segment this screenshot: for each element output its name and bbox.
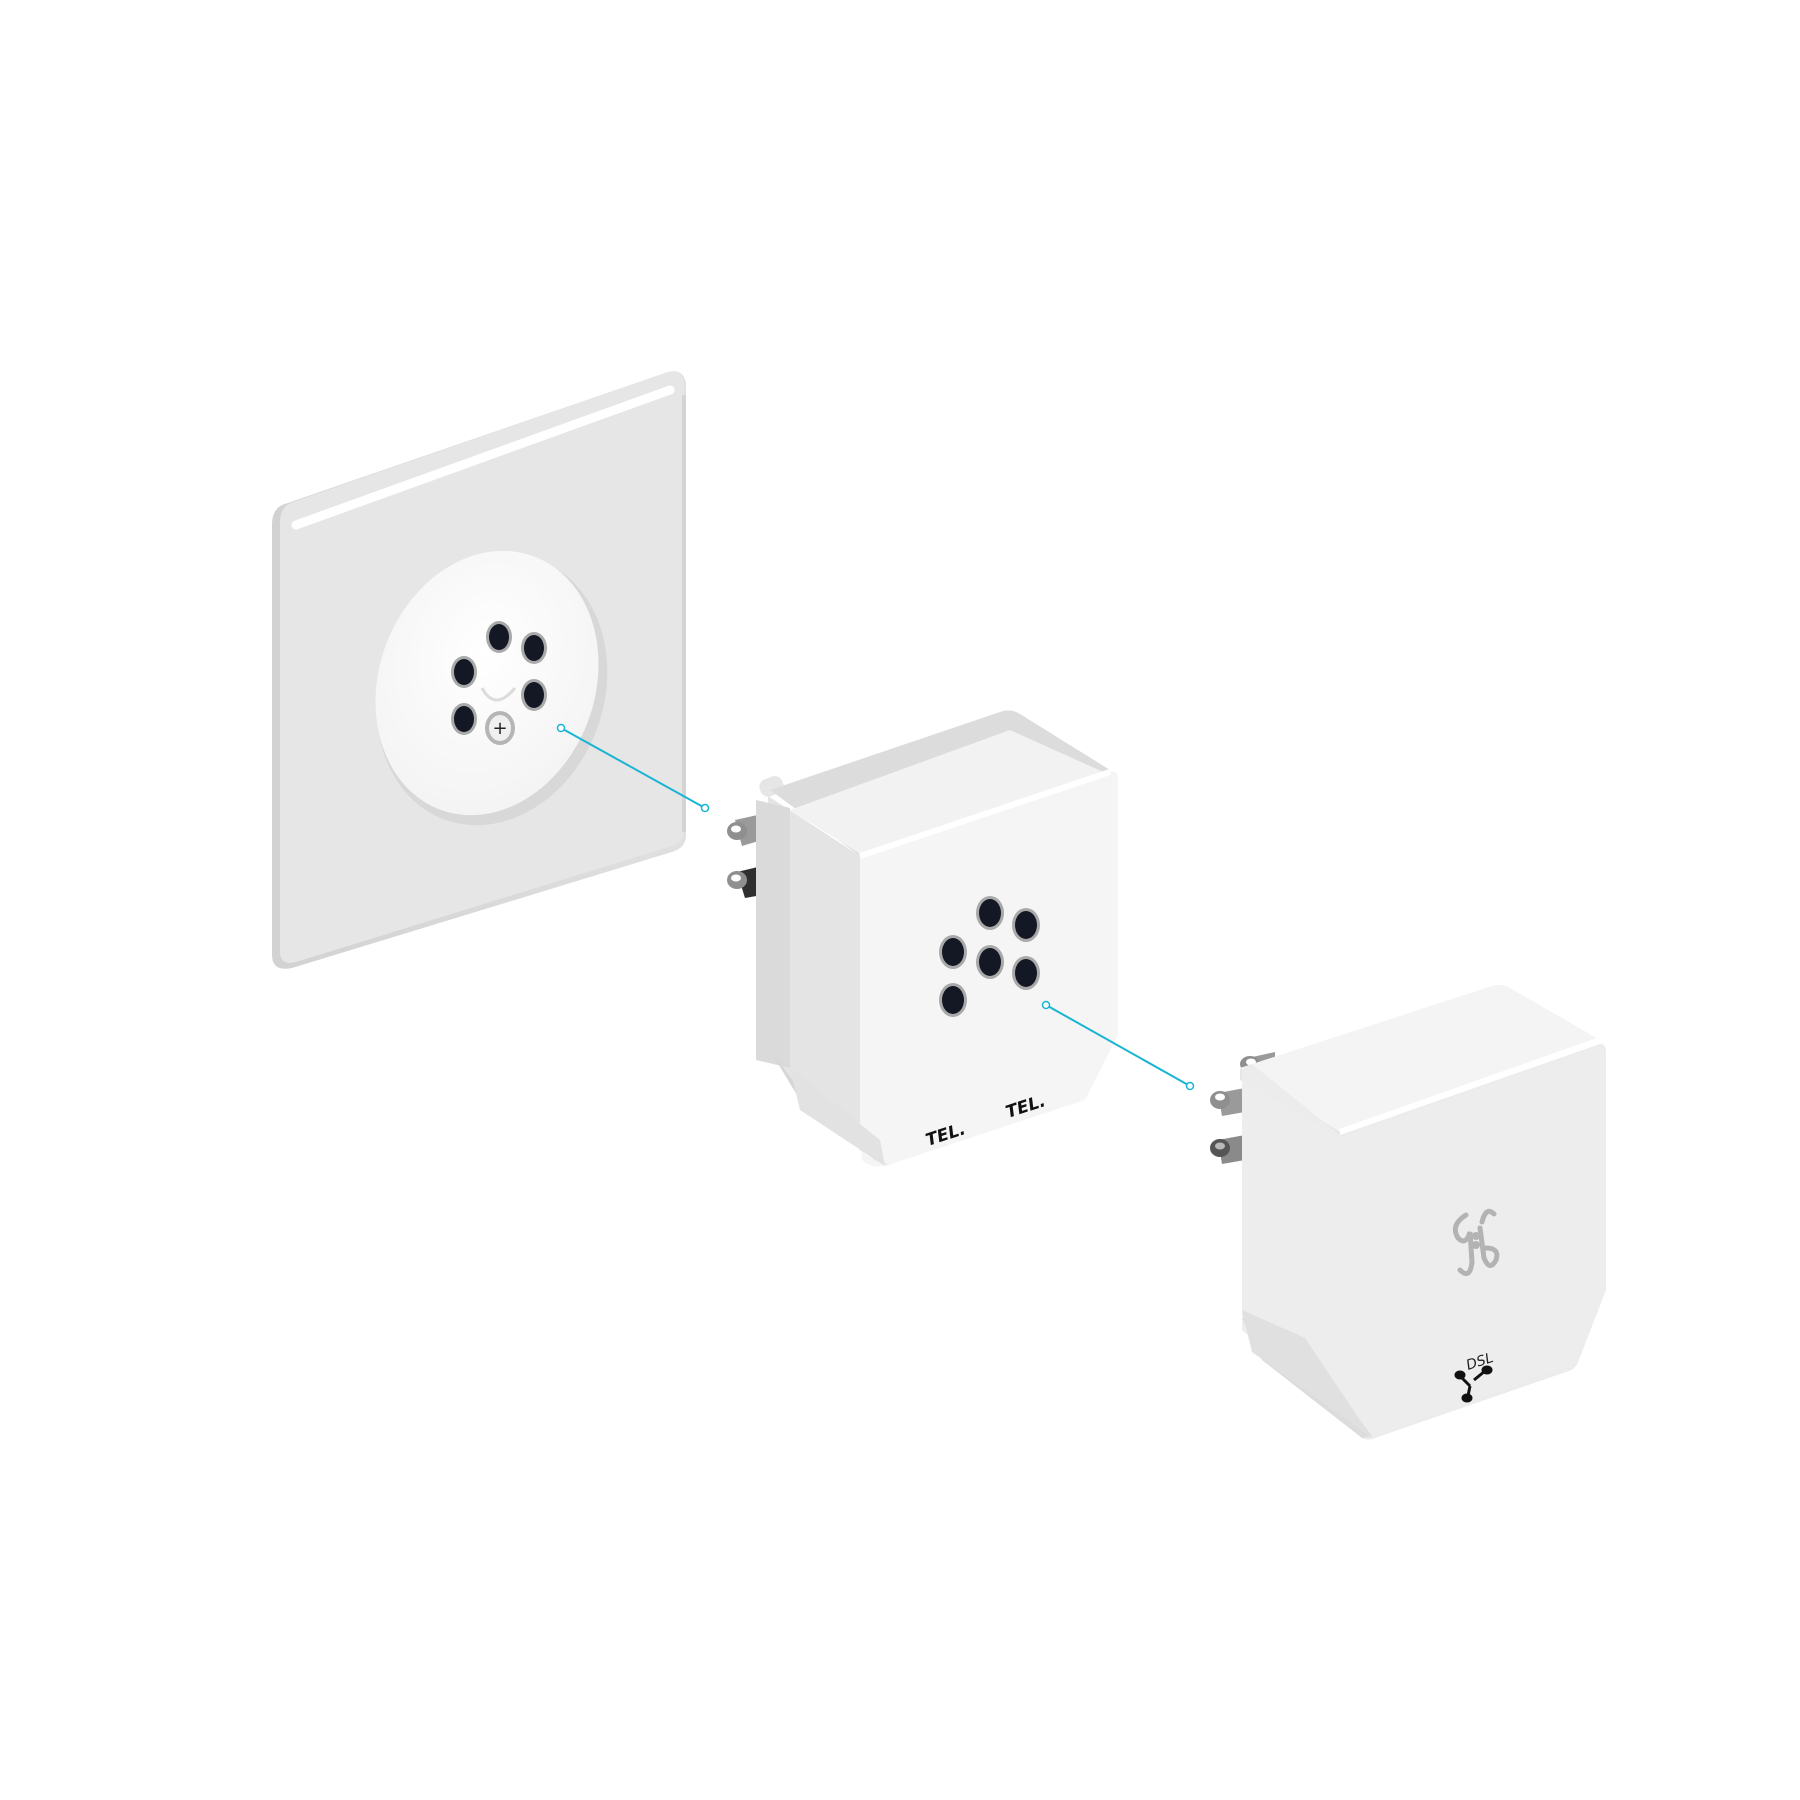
splitter-hole <box>939 935 967 969</box>
dsl-filter: DSL <box>1210 984 1606 1440</box>
splitter-hole <box>976 945 1004 979</box>
splitter-holes <box>939 896 1040 1017</box>
connector-line-socket-to-splitter <box>556 723 710 813</box>
socket-hole <box>521 679 547 711</box>
socket-hole <box>451 656 477 688</box>
socket-disc <box>375 550 599 816</box>
wall-plate-highlight <box>291 385 675 530</box>
brand-logo <box>1452 1208 1500 1277</box>
socket-holes <box>451 621 547 735</box>
socket-hole <box>451 703 477 735</box>
socket-hole <box>486 621 512 653</box>
splitter-hole <box>1012 908 1040 942</box>
splitter-pins <box>727 776 784 898</box>
socket-groove <box>480 687 517 702</box>
connector-line-splitter-to-dsl <box>1041 1000 1195 1091</box>
screw-symbol: + <box>492 718 507 739</box>
splitter-hole <box>939 983 967 1017</box>
dsl-filter-top <box>1240 984 1600 1132</box>
splitter-hole <box>1012 956 1040 990</box>
socket-hole <box>521 632 547 664</box>
dsl-network-icon <box>1454 1365 1493 1403</box>
splitter-left-side <box>768 796 860 1128</box>
telephone-splitter: TEL. TEL. <box>727 710 1118 1167</box>
screw-icon: + <box>485 711 515 745</box>
splitter-hole <box>976 896 1004 930</box>
wall-socket: + <box>272 371 686 969</box>
dsl-filter-pins <box>1210 1052 1275 1164</box>
